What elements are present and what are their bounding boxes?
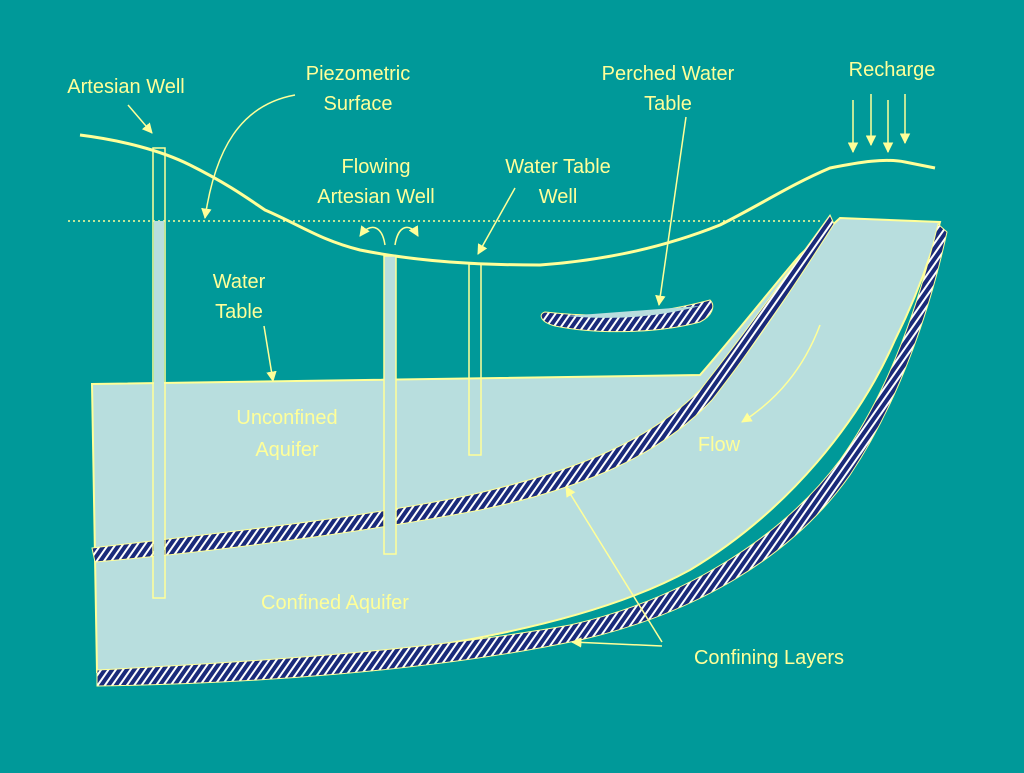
label-flowing-artesian-line1: Flowing (342, 156, 411, 178)
artesian-well-casing (152, 147, 166, 599)
fountain-left (359, 225, 386, 246)
confining-layers-leader-lower (570, 637, 663, 648)
label-unconfined-aquifer-line1: Unconfined (236, 407, 337, 429)
flow-arrow (741, 324, 821, 423)
perched-water-table-leader (655, 116, 687, 307)
perched-water-surface (566, 306, 700, 318)
label-water-table-well-line2: Well (539, 186, 578, 208)
label-water-table-well-line1: Water Table (505, 156, 611, 178)
piezometric-surface-leader (201, 94, 296, 220)
water-table-well-leader (477, 187, 516, 255)
fountain-right (394, 225, 419, 246)
water-table-leader (263, 325, 277, 383)
label-flow: Flow (698, 434, 741, 456)
label-piezometric-surface-line2: Surface (324, 93, 393, 115)
label-artesian-well: Artesian Well (67, 76, 184, 98)
label-confined-aquifer: Confined Aquifer (261, 592, 409, 614)
aquifer-body (90, 216, 942, 674)
artesian-well-water (154, 221, 164, 597)
label-flowing-artesian-line2: Artesian Well (317, 186, 434, 208)
upper-confining-layer (91, 214, 835, 563)
label-perched-water-table-line2: Table (644, 93, 692, 115)
label-recharge: Recharge (849, 59, 936, 81)
confining-layers-leader-upper (565, 486, 663, 643)
artesian-well-leader (127, 104, 153, 134)
lower-confining-layer (96, 223, 948, 687)
label-unconfined-aquifer-line2: Aquifer (255, 439, 319, 461)
label-piezometric-surface-line1: Piezometric (306, 63, 410, 85)
label-water-table-line1: Water (213, 271, 266, 293)
ground-surface (79, 133, 936, 267)
label-perched-water-table-line1: Perched Water (602, 63, 735, 85)
label-water-table-line2: Table (215, 301, 263, 323)
flowing-artesian-well-casing (383, 255, 397, 555)
label-confining-layers: Confining Layers (694, 647, 844, 669)
water-table-well-casing (468, 263, 482, 456)
